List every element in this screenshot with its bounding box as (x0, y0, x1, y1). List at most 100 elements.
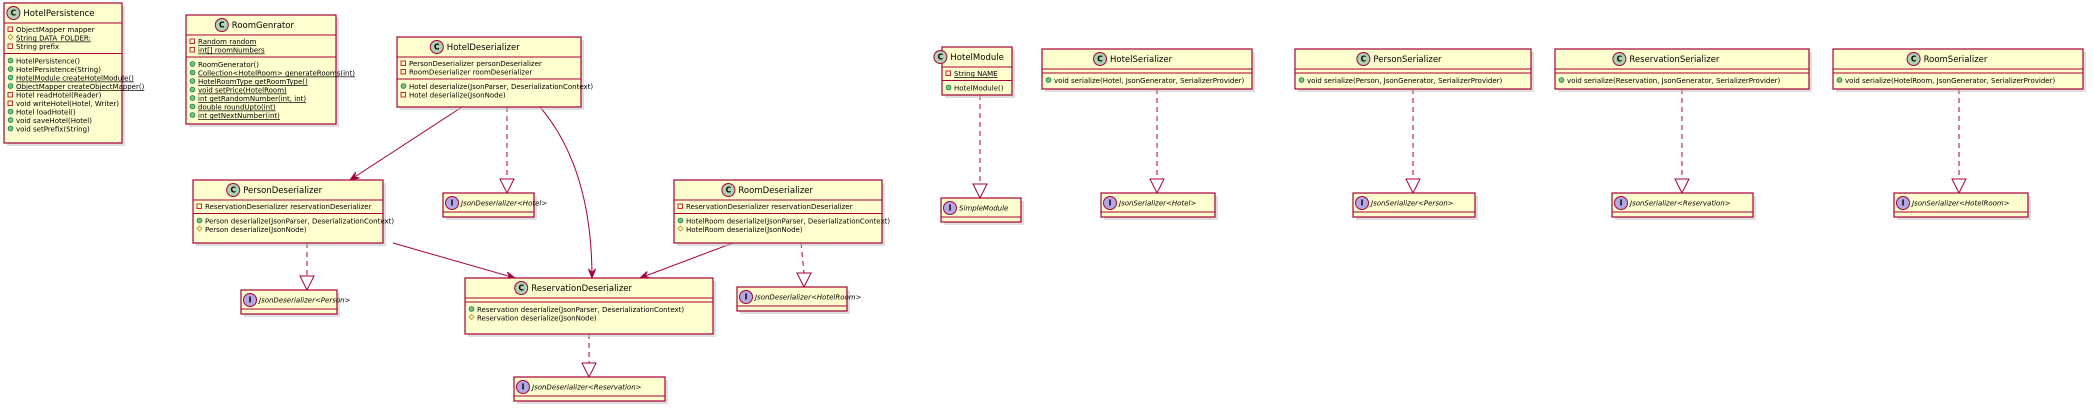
class-circle-icon (429, 40, 444, 54)
interface-name: JsonDeserializer<Person> (257, 297, 351, 305)
interface-circle-icon (1614, 196, 1628, 210)
visibility-public-icon (189, 78, 196, 84)
method: void setPrefix(String) (16, 126, 90, 134)
class-glyph: C (11, 9, 17, 18)
method: ObjectMapper createObjectMapper() (16, 83, 145, 91)
visibility-private-icon (7, 26, 13, 32)
association-line (392, 242, 516, 279)
field: ReservationDeserializer reservationDeser… (686, 203, 853, 211)
class-glyph: C (726, 186, 732, 195)
visibility-public-icon (189, 61, 196, 67)
visibility-private-icon (400, 92, 406, 98)
interface-glyph: I (1902, 199, 1905, 208)
relation-hotel-module-to-simple-module (972, 95, 988, 200)
realization-line (800, 242, 805, 274)
visibility-public-icon (468, 306, 475, 312)
relation-hotel-deserializer-to-reservation-deserializer (539, 106, 596, 280)
interface-circle-icon (1896, 196, 1910, 210)
relation-person-serializer-to-json-serializer-person (1405, 89, 1421, 195)
interface-simple-module[interactable]: I SimpleModule (940, 197, 1024, 225)
interface-glyph: I (451, 199, 454, 208)
relation-reservation-deserializer-to-json-deserializer-reservation (581, 334, 597, 379)
interface-glyph: I (745, 293, 748, 302)
visibility-private-icon (189, 38, 195, 44)
method: Hotel readHotel(Reader) (16, 92, 102, 100)
interface-name: SimpleModule (959, 205, 1008, 213)
field: String DATA_FOLDER: (16, 35, 91, 43)
relation-hotel-deserializer-to-person-deserializer (348, 106, 463, 181)
method: Person deserialize(JsonParser, Deseriali… (205, 218, 394, 226)
relation-room-deserializer-to-json-deserializer-hotel-room (796, 242, 812, 289)
interface-glyph: I (522, 383, 525, 392)
interface-circle-icon (516, 380, 530, 394)
visibility-public-icon (1298, 77, 1305, 83)
field: ObjectMapper mapper (16, 26, 95, 34)
interface-circle-icon (943, 201, 957, 215)
class-name: RoomGenrator (232, 21, 295, 31)
field: Random random (198, 38, 257, 46)
visibility-public-icon (189, 86, 196, 93)
realization-arrowhead-icon (1951, 178, 1967, 195)
visibility-public-icon (400, 83, 407, 89)
visibility-public-icon (1836, 77, 1843, 83)
method: int getRandomNumber(int, int) (198, 95, 306, 103)
field: ReservationDeserializer reservationDeser… (205, 203, 372, 211)
class-glyph: C (1911, 55, 1917, 64)
realization-arrowhead-icon (299, 275, 315, 292)
association-line (539, 106, 593, 279)
class-circle-icon (1612, 52, 1627, 66)
interface-glyph: I (1361, 199, 1364, 208)
realization-arrowhead-icon (581, 362, 597, 379)
relations-layer (299, 89, 1967, 379)
interface-circle-icon (445, 196, 459, 210)
realization-arrowhead-icon (499, 178, 515, 195)
visibility-public-icon (189, 95, 196, 101)
method: void setPrice(HotelRoom) (198, 87, 287, 95)
visibility-private-icon (945, 70, 951, 76)
method: Hotel deserialize(JsonNode) (409, 92, 506, 100)
visibility-public-icon (189, 112, 196, 118)
class-name: PersonDeserializer (243, 186, 322, 196)
method: Reservation deserialize(JsonNode) (477, 315, 597, 323)
class-name: RoomSerializer (1924, 55, 1988, 65)
method: HotelPersistence() (16, 58, 80, 66)
method: Person deserialize(JsonNode) (205, 226, 307, 234)
class-circle-icon (514, 281, 529, 295)
realization-arrowhead-icon (972, 183, 988, 200)
interface-glyph: I (1620, 199, 1623, 208)
method: void serialize(Reservation, JsonGenerato… (1567, 77, 1781, 85)
class-glyph: C (434, 43, 440, 52)
visibility-public-icon (189, 69, 196, 76)
method: void writeHotel(Hotel, Writer) (16, 100, 119, 108)
interface-circle-icon (739, 290, 753, 304)
field: PersonDeserializer personDeserializer (409, 60, 542, 68)
class-name: HotelPersistence (23, 9, 94, 19)
interface-glyph: I (949, 204, 952, 213)
class-glyph: C (1617, 55, 1623, 64)
class-glyph: C (518, 284, 524, 293)
interface-circle-icon (1103, 196, 1117, 210)
visibility-public-icon (1045, 77, 1052, 83)
visibility-private-icon (189, 47, 195, 53)
relation-room-deserializer-to-reservation-deserializer (638, 242, 734, 279)
class-name: HotelModule (950, 53, 1003, 63)
